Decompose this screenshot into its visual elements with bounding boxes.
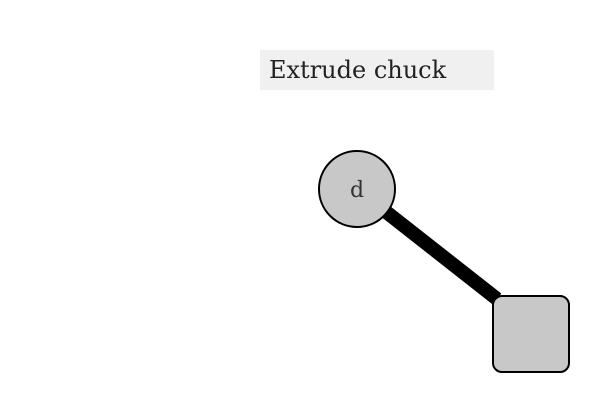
node-d-circle xyxy=(318,150,396,228)
node-d-label: d xyxy=(350,178,364,203)
diagram-title: Extrude chuck xyxy=(260,50,494,90)
node-box-square xyxy=(492,295,570,373)
node-box[interactable] xyxy=(492,295,570,373)
node-d[interactable]: d xyxy=(318,150,396,228)
